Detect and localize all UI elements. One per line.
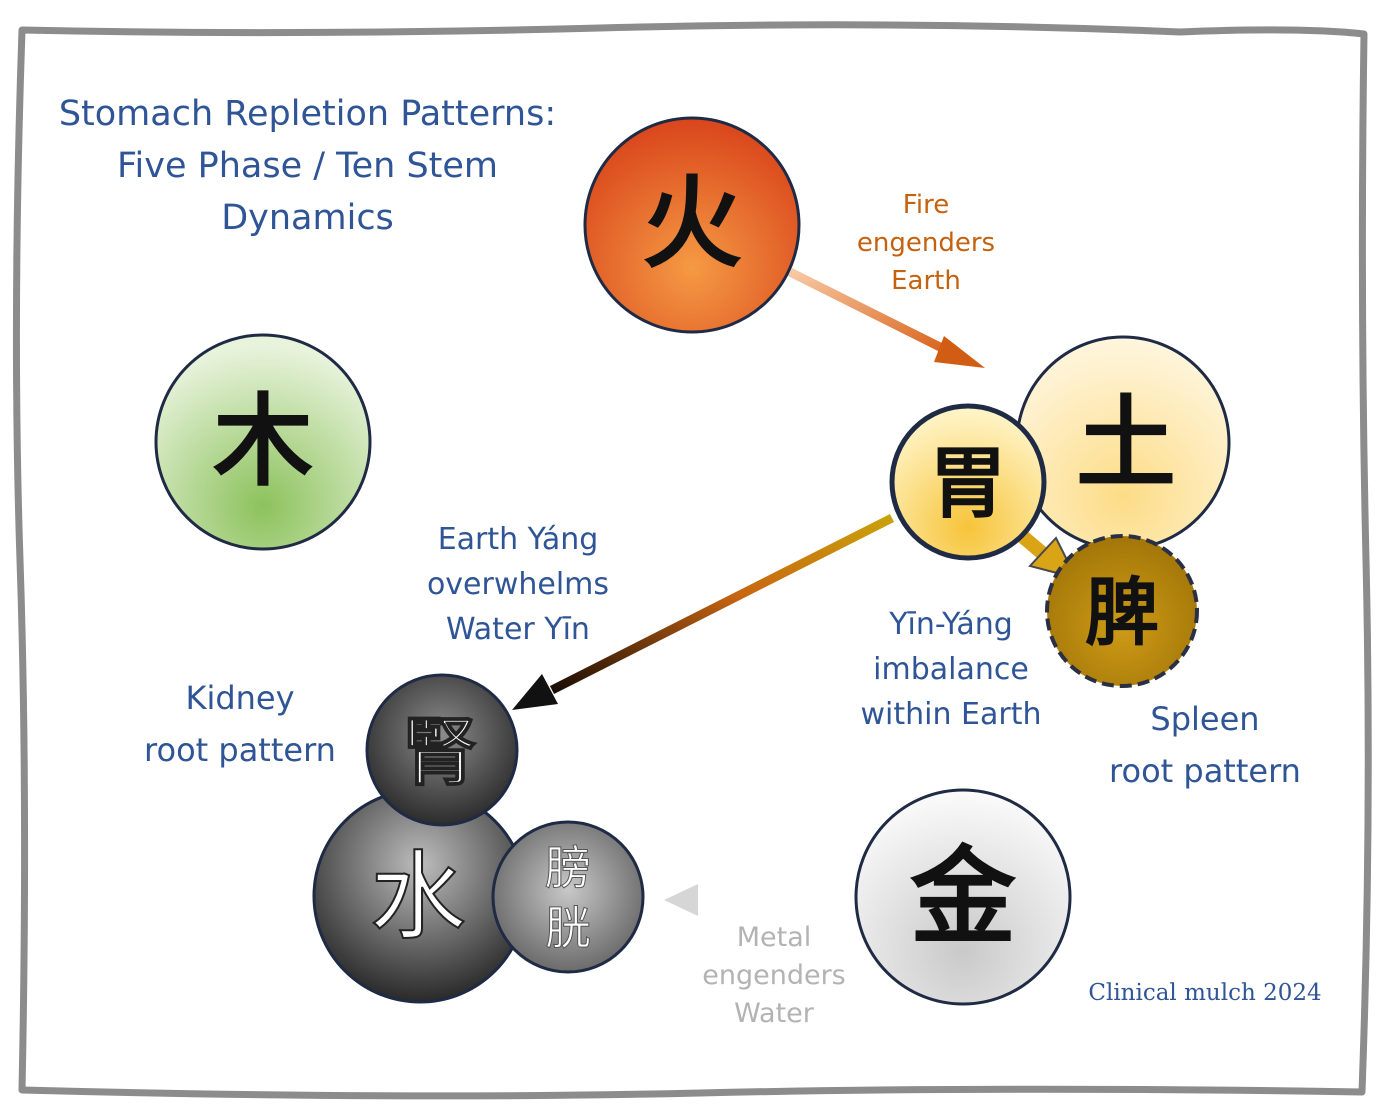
- fire-character: 火: [642, 165, 742, 282]
- earth-water-line-3: Water Yīn: [446, 612, 590, 647]
- earth-character: 土: [1076, 385, 1176, 502]
- frame-border: [12, 21, 1372, 1100]
- yin-yang-imbalance-label: Yīn-Yáng imbalance within Earth: [836, 602, 1066, 737]
- fire-label-line-2: engenders: [856, 228, 996, 258]
- metal-engenders-water-label: Metal engenders Water: [688, 919, 860, 1033]
- wood-node: 木: [154, 333, 372, 551]
- stomach-character: 胃: [929, 439, 1007, 529]
- earth-water-line-1: Earth Yáng: [437, 522, 599, 557]
- fire-label-line-3: Earth: [891, 266, 961, 296]
- kidney-character: 腎: [403, 710, 477, 796]
- kidney-root-line-1: Kidney: [185, 679, 295, 717]
- yin-yang-line-3: within Earth: [860, 697, 1042, 732]
- spleen-node: 脾: [1045, 534, 1199, 688]
- stomach-node: 胃: [889, 403, 1047, 561]
- yin-yang-line-2: imbalance: [873, 652, 1029, 687]
- kidney-root-line-2: root pattern: [144, 731, 336, 769]
- fire-node: 火: [583, 116, 801, 334]
- spleen-root-line-2: root pattern: [1109, 752, 1301, 790]
- fire-label-line-1: Fire: [902, 190, 950, 220]
- signature: Clinical mulch 2024: [1088, 980, 1322, 1006]
- kidney-node: 腎: [365, 673, 519, 827]
- wood-character: 木: [213, 383, 313, 500]
- spleen-root-line-1: Spleen: [1150, 700, 1260, 738]
- title-line-2: Five Phase / Ten Stem: [116, 146, 499, 186]
- arrow-metal-to-water: [664, 884, 850, 916]
- earth-overwhelms-water-label: Earth Yáng overwhelms Water Yīn: [398, 517, 638, 652]
- diagram-title: Stomach Repletion Patterns: Five Phase /…: [30, 88, 585, 244]
- earth-node: 土: [1015, 335, 1231, 551]
- metal-node: 金: [854, 788, 1072, 1006]
- metal-label-line-3: Water: [734, 998, 814, 1029]
- metal-character: 金: [909, 836, 1017, 959]
- yin-yang-line-1: Yīn-Yáng: [889, 607, 1013, 642]
- spleen-root-pattern-label: Spleen root pattern: [1085, 693, 1325, 797]
- title-line-1: Stomach Repletion Patterns:: [58, 94, 557, 134]
- title-line-3: Dynamics: [221, 198, 394, 238]
- metal-label-line-2: engenders: [702, 960, 846, 991]
- arrow-earth-to-water: [512, 513, 895, 710]
- metal-label-line-1: Metal: [736, 922, 812, 953]
- arrow-fire-to-earth: [787, 267, 985, 368]
- bladder-character-1: 膀: [545, 841, 591, 895]
- water-node: 水: [312, 788, 528, 1004]
- bladder-character-2: 胱: [545, 901, 591, 955]
- spleen-character: 脾: [1085, 570, 1159, 656]
- bladder-node: 膀 胱: [491, 820, 645, 974]
- kidney-root-pattern-label: Kidney root pattern: [120, 672, 360, 776]
- fire-engenders-earth-label: Fire engenders Earth: [836, 186, 1016, 300]
- earth-water-line-2: overwhelms: [426, 567, 610, 602]
- water-character: 水: [370, 841, 466, 953]
